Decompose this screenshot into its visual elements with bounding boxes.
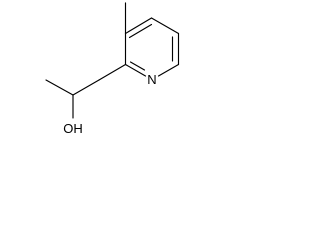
ring-bond-top-right bbox=[150, 17, 180, 35]
ring-bond-top-left bbox=[124, 17, 153, 35]
chemical-structure-diagram: N OH bbox=[45, 2, 180, 136]
nitrogen-label: N bbox=[147, 72, 156, 87]
pyridine-ring bbox=[124, 17, 180, 77]
hydroxyl-label: OH bbox=[63, 121, 83, 136]
ring-bond-top-left-inner bbox=[128, 23, 153, 39]
ring-bond-bottom-right bbox=[157, 63, 180, 77]
chain-bond-ch2-to-chiral-carbon bbox=[72, 79, 100, 96]
chain-bond-to-methyl bbox=[45, 79, 74, 96]
ring-bond-bottom-left bbox=[124, 63, 147, 77]
ring-bond-bottom-left-inner bbox=[129, 61, 146, 71]
chain-bond-ring-to-ch2 bbox=[98, 63, 127, 81]
propanol-side-chain bbox=[45, 63, 127, 119]
